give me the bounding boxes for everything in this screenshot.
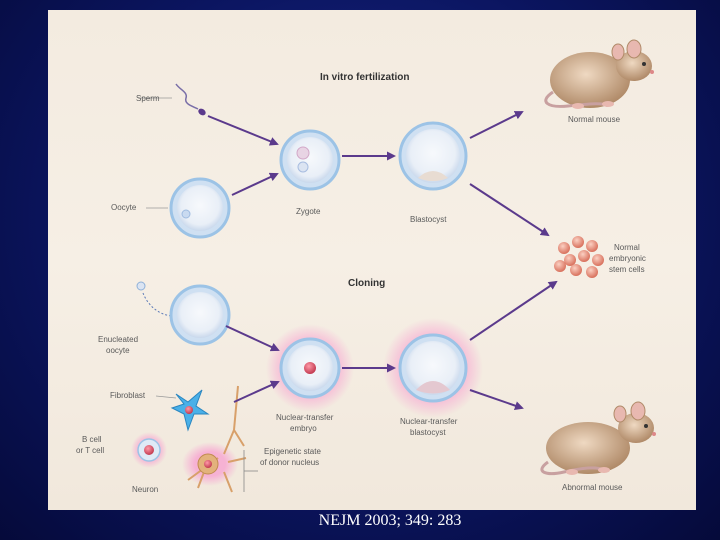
diagram-panel: In vitro fertilization Cloning Sperm Ooc…	[48, 10, 696, 510]
stem-cells-icon	[554, 236, 604, 278]
label-neuron: Neuron	[132, 485, 158, 494]
label-epigenetic-1: Epigenetic state	[264, 447, 321, 456]
label-abnormal-mouse: Abnormal mouse	[562, 483, 623, 492]
sperm-icon	[176, 84, 207, 117]
oocyte-icon	[171, 179, 229, 237]
zygote-icon	[281, 131, 339, 189]
label-fibroblast: Fibroblast	[110, 391, 146, 400]
label-oocyte: Oocyte	[111, 203, 137, 212]
label-zygote: Zygote	[296, 207, 321, 216]
label-stem-cells-2: embryonic	[609, 254, 646, 263]
enucleated-oocyte-icon	[171, 286, 229, 344]
label-enucleated-2: oocyte	[106, 346, 130, 355]
label-nt-embryo-1: Nuclear-transfer	[276, 413, 334, 422]
label-blastocyst: Blastocyst	[410, 215, 447, 224]
label-t-cell: or T cell	[76, 446, 104, 455]
fibroblast-leader	[156, 396, 176, 398]
label-sperm: Sperm	[136, 94, 160, 103]
nt-embryo-icon	[266, 324, 354, 412]
label-stem-cells-3: stem cells	[609, 265, 645, 274]
ivf-arrows	[208, 112, 548, 235]
label-stem-cells-1: Normal	[614, 243, 640, 252]
label-nt-blastocyst-1: Nuclear-transfer	[400, 417, 458, 426]
ivf-title: In vitro fertilization	[320, 72, 409, 83]
removed-nucleus-icon	[137, 282, 174, 316]
cloning-title: Cloning	[348, 278, 385, 289]
normal-mouse-icon	[546, 40, 654, 109]
label-nt-embryo-2: embryo	[290, 424, 317, 433]
label-nt-blastocyst-2: blastocyst	[410, 428, 446, 437]
b-t-cell-icon	[131, 432, 167, 468]
label-enucleated-1: Enucleated	[98, 335, 138, 344]
blastocyst-icon	[400, 123, 466, 189]
epigenetic-bracket	[244, 450, 258, 492]
label-b-cell: B cell	[82, 435, 102, 444]
fibroblast-icon	[172, 390, 208, 430]
nt-blastocyst-icon	[383, 318, 483, 418]
cloning-vs-ivf-diagram: In vitro fertilization Cloning Sperm Ooc…	[48, 10, 696, 510]
abnormal-mouse-icon	[542, 402, 656, 475]
label-epigenetic-2: of donor nucleus	[260, 458, 319, 467]
label-normal-mouse: Normal mouse	[568, 115, 621, 124]
citation: NEJM 2003; 349: 283	[0, 512, 720, 530]
